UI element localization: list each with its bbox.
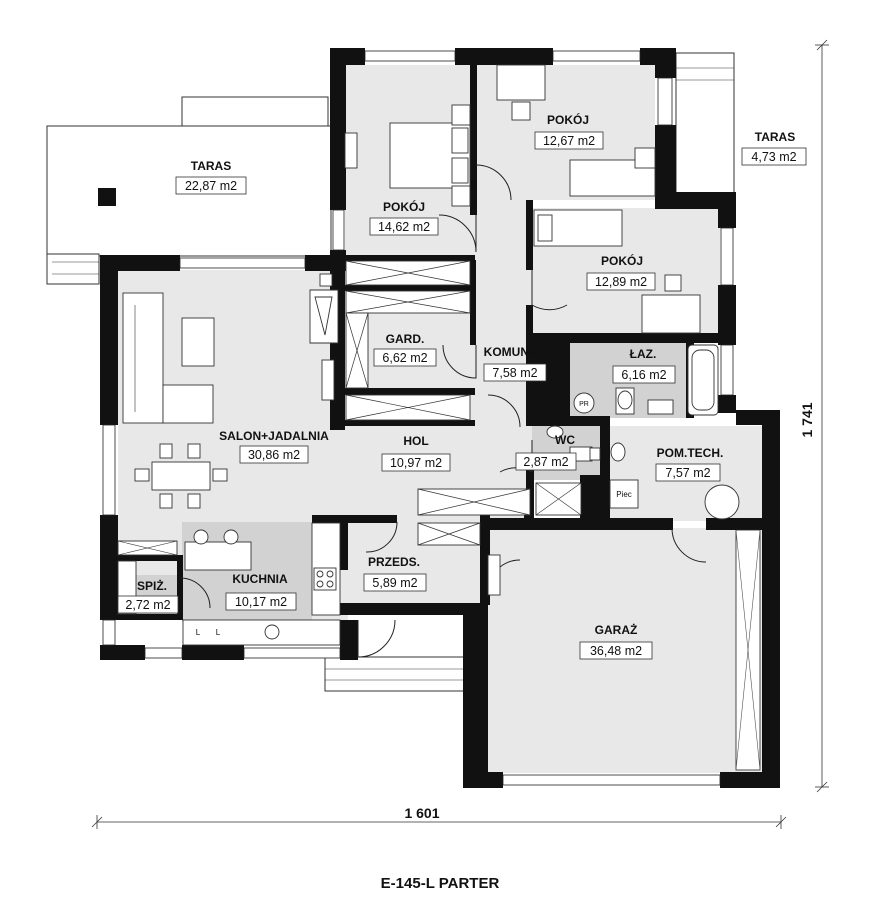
room-label-kuchnia: KUCHNIA 10,17 m2 [225, 572, 297, 611]
room-label-wc: WC 2,87 m2 [515, 433, 577, 471]
entrance-steps [324, 656, 466, 692]
washer [573, 392, 595, 414]
svg-text:POKÓJ: POKÓJ [601, 253, 643, 268]
room-label-pomtech: POM.TECH. 7,57 m2 [655, 446, 724, 482]
dimension-height: 1 741 [799, 39, 829, 793]
plan-title: E-145-L PARTER [381, 875, 500, 892]
furniture [117, 64, 740, 646]
svg-text:14,62 m2: 14,62 m2 [378, 220, 430, 234]
room-label-pokoj-c: POKÓJ 12,89 m2 [586, 253, 656, 291]
svg-text:6,16 m2: 6,16 m2 [621, 368, 666, 382]
kitchen-island [184, 541, 252, 571]
room-label-komunik: KOMUNIK. 7,58 m2 [483, 345, 547, 382]
coffee-table [181, 317, 215, 367]
walls [100, 48, 780, 788]
windows [102, 50, 734, 786]
svg-text:KUCHNIA: KUCHNIA [232, 572, 288, 586]
pr-label: PR [579, 401, 589, 408]
svg-text:12,67 m2: 12,67 m2 [543, 134, 595, 148]
l-label: L [196, 628, 201, 637]
svg-text:10,97 m2: 10,97 m2 [390, 456, 442, 470]
height-dimension-label: 1 741 [799, 402, 815, 437]
svg-text:KOMUNIK.: KOMUNIK. [484, 345, 545, 359]
dining-table [151, 461, 211, 491]
svg-text:POKÓJ: POKÓJ [383, 199, 425, 214]
svg-text:30,86 m2: 30,86 m2 [248, 448, 300, 462]
width-dimension-label: 1 601 [404, 805, 439, 821]
svg-text:22,87 m2: 22,87 m2 [185, 179, 237, 193]
svg-text:12,89 m2: 12,89 m2 [595, 275, 647, 289]
svg-text:4,73 m2: 4,73 m2 [751, 150, 796, 164]
svg-text:ŁAZ.: ŁAZ. [630, 347, 657, 361]
terrace-right [675, 52, 735, 194]
room-label-przeds: PRZEDS. 5,89 m2 [363, 555, 427, 592]
room-label-gard: GARD. 6,62 m2 [373, 332, 437, 367]
piec-label: Piec [616, 490, 632, 499]
sofa [122, 292, 164, 424]
column-post [98, 188, 116, 206]
room-label-garaz: GARAŻ 36,48 m2 [579, 622, 653, 660]
svg-text:7,57 m2: 7,57 m2 [665, 466, 710, 480]
svg-text:5,89 m2: 5,89 m2 [372, 576, 417, 590]
room-label-pokoj-a: POKÓJ 14,62 m2 [369, 199, 439, 236]
dimension-width: 1 601 [91, 805, 787, 829]
svg-text:GARD.: GARD. [386, 332, 425, 346]
svg-text:10,17 m2: 10,17 m2 [235, 595, 287, 609]
svg-text:PRZEDS.: PRZEDS. [368, 555, 420, 569]
room-label-hol: HOL 10,97 m2 [381, 434, 451, 472]
room-label-taras-left: TARAS 22,87 m2 [175, 159, 247, 195]
room-label-spiz: SPIŻ. 2,72 m2 [117, 578, 179, 614]
svg-text:7,58 m2: 7,58 m2 [492, 366, 537, 380]
room-label-taras-right: TARAS 4,73 m2 [741, 130, 807, 166]
svg-text:SALON+JADALNIA: SALON+JADALNIA [219, 429, 329, 443]
l-label: L [216, 628, 221, 637]
doors [179, 164, 761, 771]
single-bed [569, 159, 656, 197]
svg-text:WC: WC [555, 433, 575, 447]
svg-text:HOL: HOL [403, 434, 428, 448]
boiler [609, 479, 639, 509]
room-label-laz: ŁAZ. 6,16 m2 [612, 347, 676, 384]
room-label-salon: SALON+JADALNIA 30,86 m2 [219, 429, 329, 464]
svg-text:2,72 m2: 2,72 m2 [125, 598, 170, 612]
svg-text:GARAŻ: GARAŻ [595, 622, 638, 637]
svg-text:TARAS: TARAS [755, 130, 795, 144]
svg-text:SPIŻ.: SPIŻ. [137, 578, 167, 593]
svg-text:36,48 m2: 36,48 m2 [590, 644, 642, 658]
svg-text:POKÓJ: POKÓJ [547, 112, 589, 127]
svg-text:POM.TECH.: POM.TECH. [657, 446, 724, 460]
room-labels: TARAS 22,87 m2 TARAS 4,73 m2 POKÓJ 14,62… [117, 112, 807, 660]
svg-text:TARAS: TARAS [191, 159, 231, 173]
svg-text:2,87 m2: 2,87 m2 [523, 455, 568, 469]
fixture-labels: PR Piec L L [196, 401, 632, 637]
svg-text:6,62 m2: 6,62 m2 [382, 351, 427, 365]
tank [704, 484, 740, 520]
room-label-pokoj-b: POKÓJ 12,67 m2 [534, 112, 604, 150]
